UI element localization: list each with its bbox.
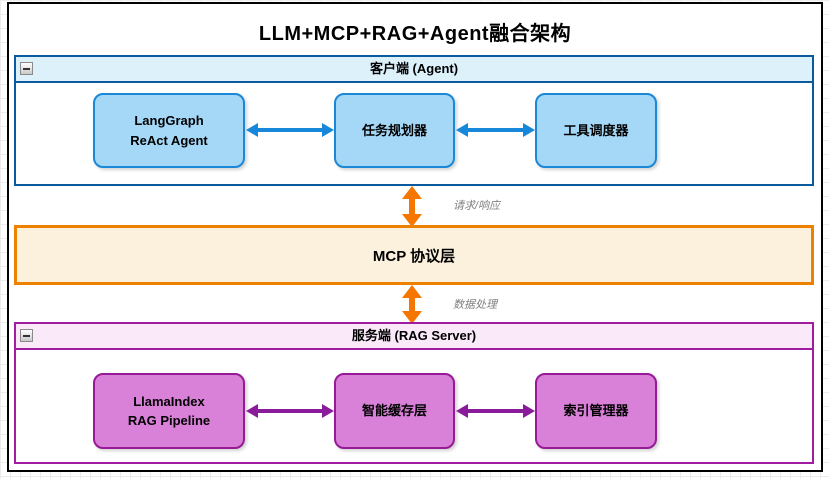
node-smart-cache-layer[interactable]: 智能缓存层 [334,373,455,449]
node-index-manager[interactable]: 索引管理器 [535,373,657,449]
collapse-button[interactable] [20,329,33,342]
server-lane-header[interactable]: 服务端 (RAG Server) [16,324,812,350]
arrow-shaft [465,409,526,413]
collapse-button[interactable] [20,62,33,75]
vertical-bidirectional-arrow[interactable] [402,285,422,324]
minus-icon [23,335,30,337]
bidirectional-arrow[interactable] [246,123,334,137]
vertical-bidirectional-arrow[interactable] [402,186,422,227]
client-lane-title: 客户端 (Agent) [369,61,459,76]
arrow-shaft [409,195,415,218]
bidirectional-arrow[interactable] [246,404,334,418]
client-lane-header[interactable]: 客户端 (Agent) [16,57,812,83]
diagram-canvas: LLM+MCP+RAG+Agent融合架构 客户端 (Agent) LangGr… [7,2,823,472]
mcp-layer-label: MCP 协议层 [372,247,456,265]
minus-icon [23,68,30,70]
arrow-shaft [255,128,325,132]
node-tool-scheduler[interactable]: 工具调度器 [535,93,657,168]
node-mcp-protocol-layer[interactable]: MCP 协议层 [14,225,814,285]
server-lane-title: 服务端 (RAG Server) [351,328,477,343]
diagram-title: LLM+MCP+RAG+Agent融合架构 [258,23,572,45]
edge-label-request-response: 请求/响应 [453,200,501,212]
node-llamaindex-rag-pipeline[interactable]: LlamaIndex RAG Pipeline [93,373,245,449]
node-task-planner[interactable]: 任务规划器 [334,93,455,168]
arrow-shaft [255,409,325,413]
bidirectional-arrow[interactable] [456,404,535,418]
server-lane[interactable]: 服务端 (RAG Server) LlamaIndex RAG Pipeline… [14,322,814,464]
node-langgraph-react-agent[interactable]: LangGraph ReAct Agent [93,93,245,168]
edge-label-data-processing: 数据处理 [453,299,497,311]
bidirectional-arrow[interactable] [456,123,535,137]
arrow-shaft [465,128,526,132]
client-lane[interactable]: 客户端 (Agent) LangGraph ReAct Agent 任务规划器 … [14,55,814,186]
arrow-shaft [409,294,415,315]
